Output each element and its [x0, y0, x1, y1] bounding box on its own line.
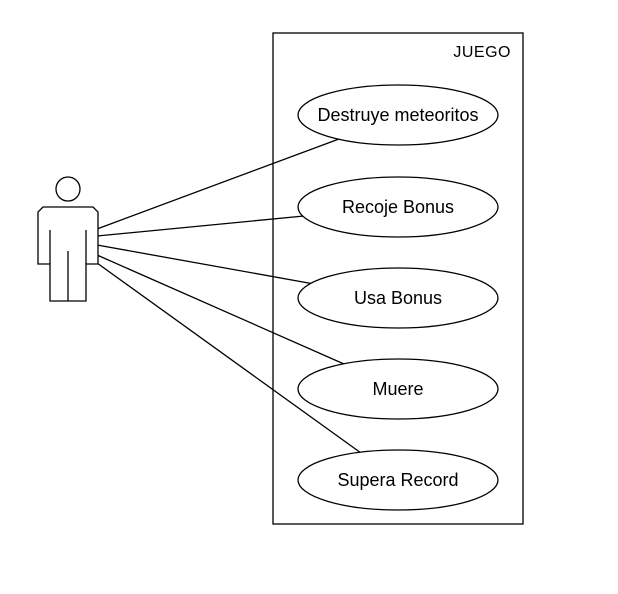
use-case-usa-bonus: Usa Bonus — [297, 267, 499, 329]
use-case-supera-record: Supera Record — [297, 449, 499, 511]
use-case-ellipse — [297, 267, 499, 329]
use-case-muere: Muere — [297, 358, 499, 420]
associations — [96, 138, 362, 454]
use-case-label: Muere — [372, 379, 423, 399]
use-case-label: Usa Bonus — [354, 288, 442, 308]
use-case-label: Recoje Bonus — [342, 197, 454, 217]
use-case-ellipse — [297, 449, 499, 511]
actor — [37, 176, 99, 302]
use-case-recoje-bonus: Recoje Bonus — [297, 176, 499, 238]
association-line-usa-bonus — [96, 244, 315, 285]
use-case-label: Destruye meteoritos — [317, 105, 478, 125]
system-boundary: JUEGO — [272, 32, 524, 525]
use-case-ellipse — [297, 358, 499, 420]
system-boundary-box — [272, 32, 524, 525]
association-line-muere — [96, 254, 345, 365]
use-case-destruye-meteoritos: Destruye meteoritos — [297, 84, 499, 146]
system-boundary-title: JUEGO — [453, 44, 511, 61]
use-case-label: Supera Record — [337, 470, 458, 490]
actor-head — [55, 176, 81, 202]
use-case-ellipse — [297, 84, 499, 146]
use-case-ellipse — [297, 176, 499, 238]
association-line-supera-record — [96, 262, 362, 454]
association-line-destruye-meteoritos — [96, 138, 340, 230]
association-line-recoje-bonus — [96, 215, 305, 237]
